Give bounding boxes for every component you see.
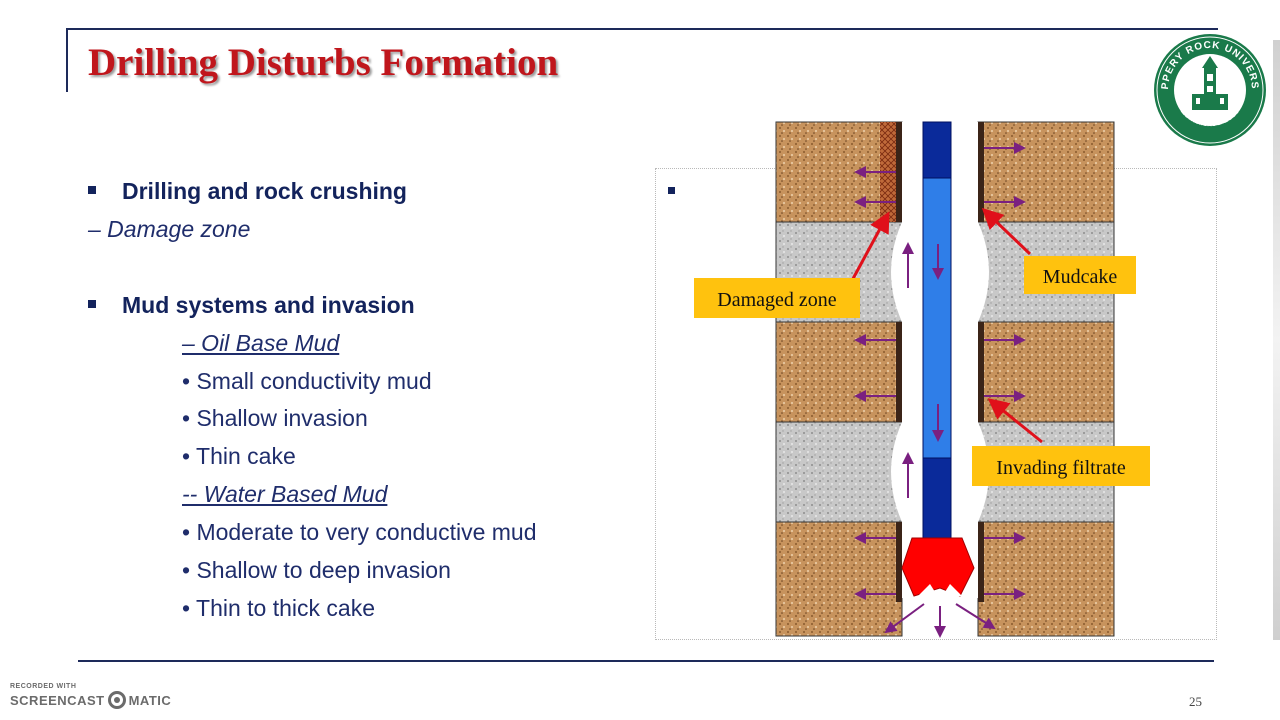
bullet-drilling: Drilling and rock crushing xyxy=(88,178,407,205)
watermark-recorded-with: RECORDED WITH xyxy=(10,683,77,690)
watermark-brand: SCREENCAST MATIC xyxy=(10,691,172,709)
title-frame xyxy=(66,28,1218,92)
invading-filtrate-label: Invading filtrate xyxy=(996,457,1126,479)
wellbore-invasion-diagram: Damaged zone Mudcake Invading filtrate xyxy=(694,121,1150,638)
square-bullet-icon xyxy=(88,299,96,308)
square-bullet-icon xyxy=(88,185,96,194)
list-item: • Thin to thick cake xyxy=(182,595,375,621)
list-item: • Thin cake xyxy=(182,443,296,469)
list-item: • Small conductivity mud xyxy=(182,368,432,394)
footer-rule xyxy=(78,660,1214,662)
sub-damage-zone: – Damage zone xyxy=(88,216,251,242)
oil-base-mud-heading: – Oil Base Mud xyxy=(182,330,340,356)
university-seal-logo: SLIPPERY ROCK UNIVERSITY Established 188… xyxy=(1152,32,1266,146)
damaged-zone-label: Damaged zone xyxy=(717,289,837,311)
slide-title: Drilling Disturbs Formation xyxy=(88,41,559,84)
square-bullet-icon xyxy=(668,187,675,194)
list-item: • Moderate to very conductive mud xyxy=(182,519,537,545)
water-based-mud-heading: -- Water Based Mud xyxy=(182,481,388,507)
bullet-mud-systems: Mud systems and invasion xyxy=(88,292,415,319)
record-icon xyxy=(107,691,126,709)
screencast-watermark: RECORDED WITH SCREENCAST MATIC xyxy=(10,683,171,709)
mudcake-label: Mudcake xyxy=(1043,266,1118,288)
list-item: • Shallow invasion xyxy=(182,405,368,431)
list-item: • Shallow to deep invasion xyxy=(182,557,451,583)
adjacent-slide-edge xyxy=(1273,40,1280,640)
page-number: 25 xyxy=(1189,694,1202,709)
